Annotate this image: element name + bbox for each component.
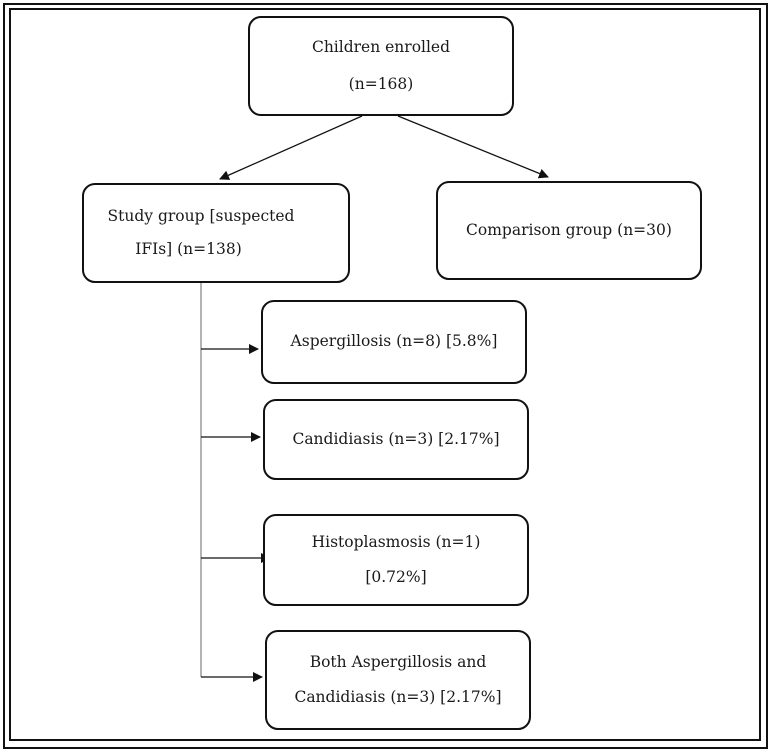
aspergillosis-label: Aspergillosis (n=8) [5.8%] — [290, 332, 498, 351]
arrow-root-to-comparison — [397, 115, 549, 179]
histoplasmosis-box: Histoplasmosis (n=1) [0.72%] — [263, 514, 529, 606]
comparison-group-box: Comparison group (n=30) — [436, 181, 702, 280]
comparison-label: Comparison group (n=30) — [466, 220, 672, 239]
study-group-box: Study group [suspected IFIs] (n=138) — [82, 183, 350, 283]
both-infections-box: Both Aspergillosis and Candidiasis (n=3)… — [265, 630, 531, 730]
children-enrolled-box: Children enrolled (n=168) — [248, 16, 514, 116]
aspergillosis-box: Aspergillosis (n=8) [5.8%] — [261, 300, 527, 384]
arrow-root-to-study — [219, 115, 363, 180]
root-count: (n=168) — [348, 75, 414, 93]
candidiasis-box: Candidiasis (n=3) [2.17%] — [263, 399, 529, 480]
inner-frame — [9, 8, 761, 741]
outer-frame — [3, 3, 768, 749]
root-label: Children enrolled — [311, 37, 451, 56]
histoplasmosis-percent: [0.72%] — [365, 567, 427, 586]
histoplasmosis-label: Histoplasmosis (n=1) — [311, 533, 481, 551]
study-label-line1: Study group [suspected — [107, 206, 295, 225]
both-label-line2: Candidiasis (n=3) [2.17%] — [294, 687, 502, 706]
both-label-line1: Both Aspergillosis and — [309, 653, 487, 671]
study-label-line2: IFIs] (n=138) — [135, 240, 242, 258]
candidiasis-label: Candidiasis (n=3) [2.17%] — [292, 429, 500, 448]
